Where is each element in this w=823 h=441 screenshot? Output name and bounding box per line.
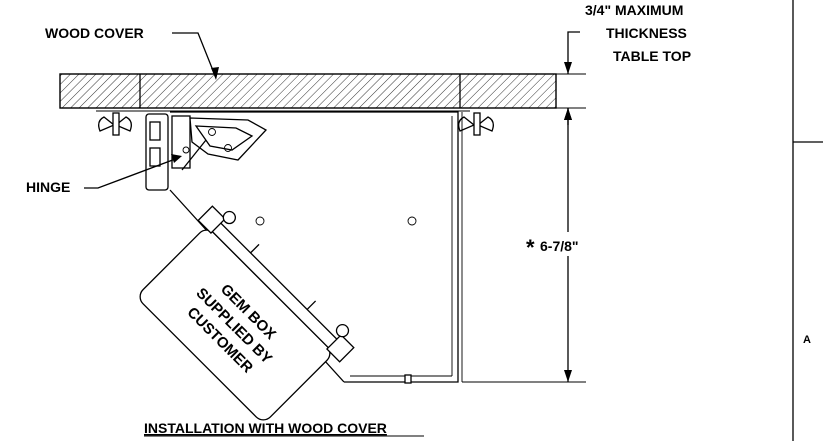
drawing-border (792, 0, 823, 441)
gem-box: GEM BOX SUPPLIED BY CUSTOMER (139, 205, 355, 421)
border-letter: A (803, 334, 811, 346)
wing-nut-left (98, 112, 132, 136)
wing-nut-right (458, 112, 494, 136)
svg-text:TABLE TOP: TABLE TOP (613, 48, 691, 64)
thickness-label: 3/4" MAXIMUM THICKNESS TABLE TOP (585, 2, 691, 64)
svg-text:3/4" MAXIMUM: 3/4" MAXIMUM (585, 2, 683, 18)
hinge-label: HINGE (26, 179, 70, 195)
hinge-mechanism (145, 113, 268, 191)
svg-text:THICKNESS: THICKNESS (606, 25, 687, 41)
wood-cover-label: WOOD COVER (45, 25, 144, 41)
table-top (59, 73, 557, 112)
dimension-asterisk: * (526, 235, 535, 260)
dimension-value: 6-7/8" (540, 238, 579, 254)
hinge-arrowhead (171, 154, 182, 163)
wood-cover-leader (172, 32, 217, 79)
hinge-leader (84, 157, 179, 189)
wood-cover-arrowhead (211, 67, 219, 80)
height-dimension (462, 108, 600, 383)
drawing-title: INSTALLATION WITH WOOD COVER (144, 420, 387, 436)
